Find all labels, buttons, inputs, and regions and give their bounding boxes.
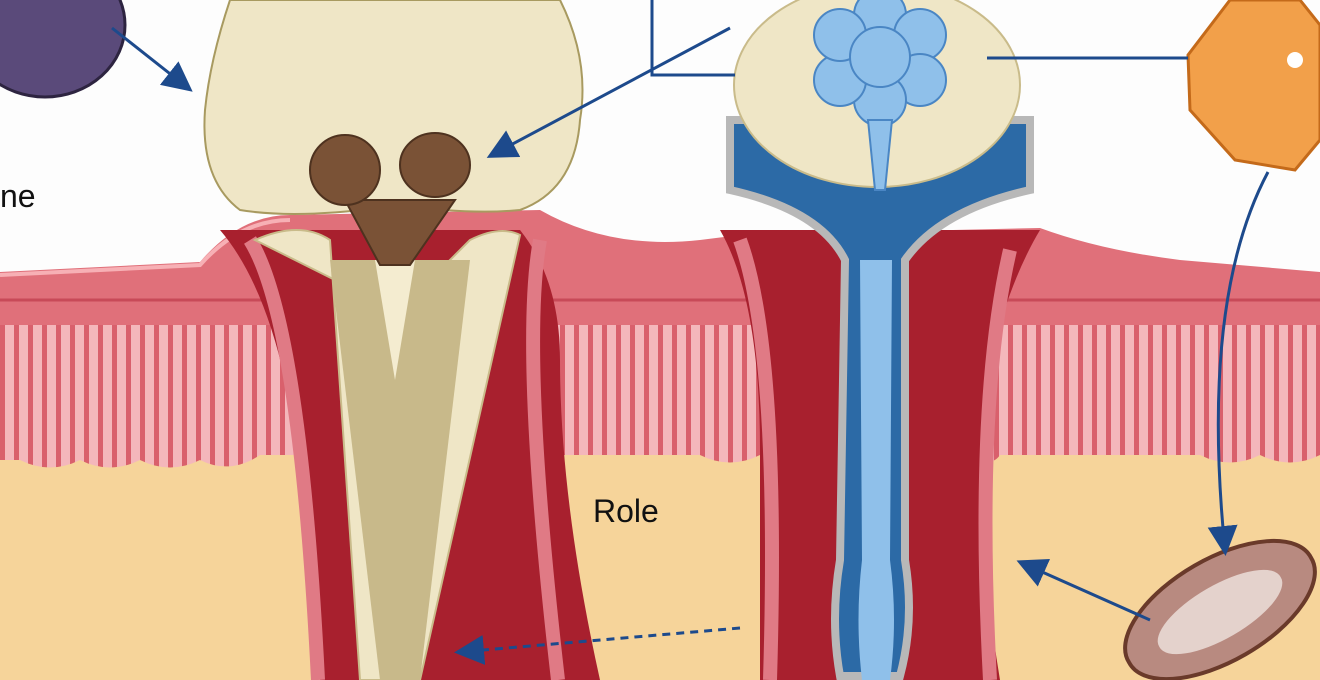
epidermis-layer bbox=[0, 210, 1320, 325]
label-partial-bone: ne bbox=[0, 178, 36, 214]
dermis-layer bbox=[0, 320, 1320, 468]
orange-octagon bbox=[1186, 0, 1320, 172]
arrows bbox=[111, 26, 1270, 665]
label-role: Role bbox=[593, 493, 659, 529]
purple-object bbox=[0, 0, 127, 99]
brown-cyst bbox=[309, 132, 471, 266]
blue-flower bbox=[813, 0, 947, 191]
left-bulb bbox=[203, 0, 584, 215]
fat-layer bbox=[0, 440, 1320, 680]
